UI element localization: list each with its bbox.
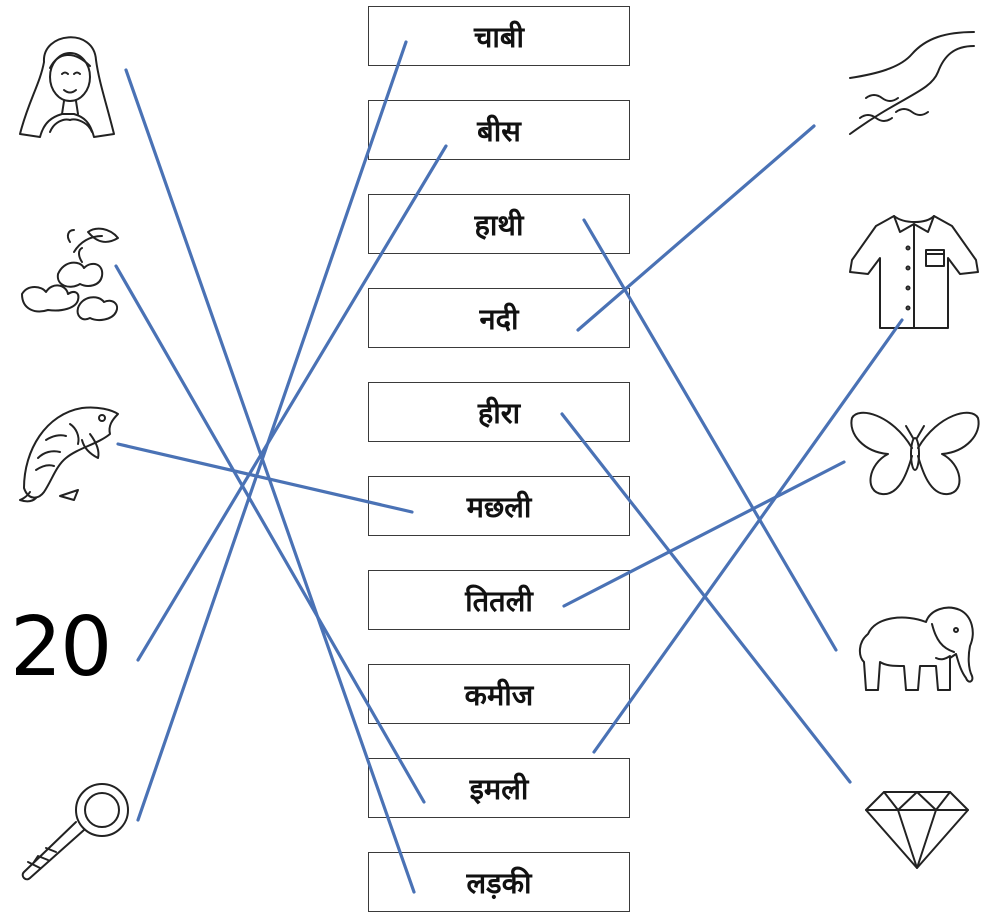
girl-icon[interactable] (14, 22, 124, 142)
word-label: चाबी (474, 19, 524, 54)
match-line-chabi (136, 40, 408, 822)
diamond-icon[interactable] (862, 788, 972, 870)
number-twenty[interactable]: 20 (10, 600, 112, 695)
word-box-bees[interactable]: बीस (368, 100, 630, 160)
word-label: लड़की (466, 865, 532, 900)
word-box-titli[interactable]: तितली (368, 570, 630, 630)
word-box-ladki[interactable]: लड़की (368, 852, 630, 912)
elephant-icon[interactable] (850, 600, 982, 696)
word-box-haathi[interactable]: हाथी (368, 194, 630, 254)
fish-icon[interactable] (16, 400, 122, 504)
word-label: मछली (466, 489, 532, 524)
word-box-kameez[interactable]: कमीज (368, 664, 630, 724)
word-label: तितली (465, 583, 533, 618)
word-label: कमीज (464, 677, 534, 712)
word-label: इमली (469, 771, 529, 806)
word-box-nadi[interactable]: नदी (368, 288, 630, 348)
word-box-chabi[interactable]: चाबी (368, 6, 630, 66)
word-label: बीस (477, 113, 521, 148)
butterfly-icon[interactable] (848, 406, 982, 500)
word-label: हीरा (477, 395, 521, 430)
word-label: हाथी (474, 207, 524, 242)
shirt-icon[interactable] (846, 210, 982, 334)
word-box-heera[interactable]: हीरा (368, 382, 630, 442)
word-label: नदी (479, 301, 519, 336)
tamarind-icon[interactable] (18, 222, 128, 327)
word-box-machhli[interactable]: मछली (368, 476, 630, 536)
river-icon[interactable] (846, 26, 978, 138)
key-icon[interactable] (14, 778, 138, 890)
word-box-imli[interactable]: इमली (368, 758, 630, 818)
